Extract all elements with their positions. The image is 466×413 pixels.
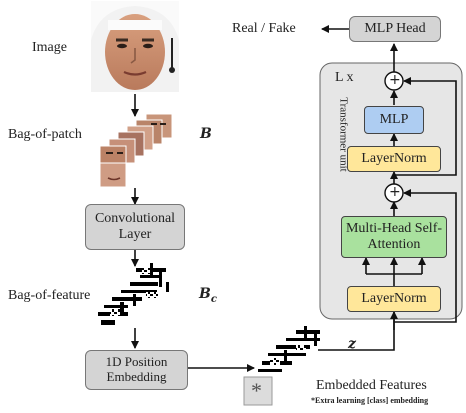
add-circle-lower (384, 183, 404, 203)
layernorm-top-label: LayerNorm (361, 150, 427, 166)
embedded-features-label: Embedded Features (316, 378, 427, 393)
layernorm-bottom-label: LayerNorm (361, 290, 427, 306)
position-embedding-label: 1D Position Embedding (105, 354, 168, 384)
class-token-box (243, 376, 273, 406)
embedded-feature-stack (258, 326, 320, 372)
layernorm-top-box: LayerNorm (347, 146, 441, 172)
bag-of-patch-label: Bag-of-patch (8, 127, 82, 142)
add-symbol-lower: + (389, 184, 401, 200)
add-circle-upper (384, 71, 404, 91)
class-token-glyph: * (251, 378, 262, 403)
conv-layer-box: Convolutional Layer (85, 204, 185, 250)
bag-of-feature-stack (98, 263, 169, 325)
add-symbol-upper: + (389, 72, 401, 88)
attention-label: Multi-Head Self-Attention (345, 220, 443, 252)
z-symbol: z (348, 336, 356, 352)
footnote: *Extra learning [class] embedding (311, 396, 429, 405)
mlp-head-box: MLP Head (349, 16, 441, 42)
residual-skip-upper (394, 77, 457, 176)
bag-of-feature-symbol-letter: B (199, 286, 211, 302)
bag-of-feature-label: Bag-of-feature (8, 288, 91, 303)
bag-of-feature-symbol: Bc (199, 287, 217, 305)
bag-of-feature-subscript: c (210, 293, 217, 305)
residual-skip-lower (394, 189, 457, 323)
conv-layer-label: Convolutional Layer (94, 210, 176, 242)
repeat-label: L x (335, 70, 354, 85)
attention-box: Multi-Head Self-Attention (341, 216, 447, 258)
bag-of-patch-symbol: B (200, 126, 212, 142)
mlp-head-label: MLP Head (364, 20, 426, 36)
mlp-label: MLP (379, 111, 409, 127)
bag-of-patch-stack (99, 113, 173, 188)
image-label: Image (32, 40, 67, 55)
output-label: Real / Fake (232, 21, 296, 36)
mlp-box: MLP (364, 106, 424, 134)
layernorm-bottom-box: LayerNorm (347, 286, 441, 312)
position-embedding-box: 1D Position Embedding (85, 350, 188, 390)
face-image (91, 1, 179, 92)
